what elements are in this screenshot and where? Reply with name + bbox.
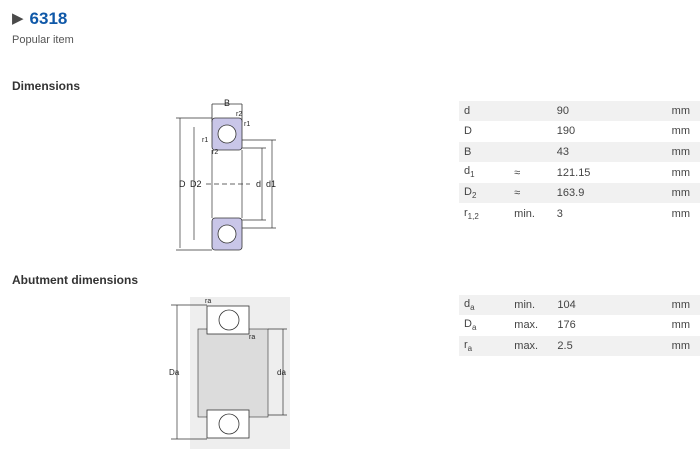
- symbol-text: D: [464, 186, 472, 199]
- label-da: da: [277, 368, 286, 377]
- row-unit: mm: [652, 182, 700, 204]
- symbol-subscript: 2: [471, 191, 477, 201]
- label-d1: d1: [266, 179, 276, 189]
- row-value: 190: [556, 125, 576, 138]
- symbol-subscript: 1: [470, 170, 475, 180]
- row-symbol: Da: [459, 315, 514, 336]
- label-r1-top: r1: [244, 121, 250, 128]
- triangle-right-icon: ▶: [12, 10, 24, 27]
- abutment-heading: Abutment dimensions: [12, 273, 139, 287]
- label-r2-left: r2: [212, 149, 218, 156]
- symbol-text: d: [464, 297, 471, 310]
- label-d: d: [256, 179, 261, 189]
- label-r2-top: r2: [236, 111, 242, 118]
- symbol-text: d: [464, 165, 471, 178]
- row-value: 163.9: [556, 182, 653, 204]
- row-qualifier: max.: [514, 335, 558, 357]
- row-unit: mm: [652, 141, 700, 163]
- label-ra-right: ra: [249, 334, 255, 341]
- symbol-subscript: 1,2: [467, 211, 479, 221]
- row-symbol: d1: [459, 162, 514, 183]
- row-qualifier: [514, 101, 557, 122]
- symbol-subscript: a: [470, 302, 475, 312]
- dimensions-heading: Dimensions: [12, 79, 81, 93]
- row-unit: mm: [671, 125, 690, 138]
- row-unit: mm: [671, 207, 690, 220]
- label-ra-top: ra: [205, 298, 211, 305]
- symbol-text: D: [464, 318, 472, 331]
- row-value: 104: [557, 295, 652, 316]
- row-value: 3: [556, 207, 563, 220]
- symbol-subscript: a: [467, 344, 473, 354]
- symbol-subscript: a: [471, 323, 477, 333]
- row-unit: mm: [652, 101, 700, 122]
- row-qualifier: [514, 141, 557, 163]
- symbol-text: B: [464, 145, 472, 158]
- symbol-text: d: [464, 104, 471, 117]
- row-qualifier: max.: [514, 319, 539, 332]
- row-symbol: B: [459, 141, 515, 163]
- row-qualifier: min.: [514, 207, 535, 220]
- row-qualifier: min.: [514, 295, 558, 316]
- row-unit: mm: [651, 295, 700, 316]
- symbol-text: D: [464, 125, 472, 138]
- label-r1-left: r1: [202, 137, 208, 144]
- row-value: 121.15: [556, 166, 591, 179]
- table-row: D 190 mm: [459, 121, 700, 142]
- label-B: B: [224, 98, 230, 108]
- product-title: 6318: [29, 9, 68, 28]
- row-value: 43: [556, 141, 653, 163]
- bearing-dimensions-drawing: B r2 r1 r1 r2 D D2 d d1: [176, 98, 276, 251]
- row-symbol: da: [459, 295, 515, 316]
- row-value: 176: [557, 319, 576, 332]
- row-symbol: D: [459, 121, 514, 142]
- row-symbol: ra: [459, 335, 515, 357]
- label-D2: D2: [190, 179, 202, 189]
- product-header: ▶ 6318 Popular item: [12, 9, 74, 46]
- row-qualifier: [514, 121, 557, 142]
- row-qualifier: ≈: [514, 166, 521, 179]
- row-value: 2.5: [557, 335, 652, 357]
- symbol-text: r: [464, 206, 468, 219]
- row-symbol: r1,2: [459, 203, 514, 224]
- label-D: D: [179, 179, 186, 189]
- symbol-text: r: [464, 338, 468, 351]
- product-subtitle: Popular item: [12, 34, 74, 46]
- abutment-dimensions-drawing: ra ra Da da: [169, 297, 290, 449]
- row-value: 90: [556, 101, 653, 122]
- row-symbol: d: [459, 101, 515, 122]
- row-symbol: D2: [459, 182, 515, 204]
- row-unit: mm: [671, 319, 690, 332]
- row-unit: mm: [651, 335, 700, 357]
- row-unit: mm: [671, 166, 690, 179]
- row-qualifier: ≈: [514, 182, 557, 204]
- label-Da: Da: [169, 368, 180, 377]
